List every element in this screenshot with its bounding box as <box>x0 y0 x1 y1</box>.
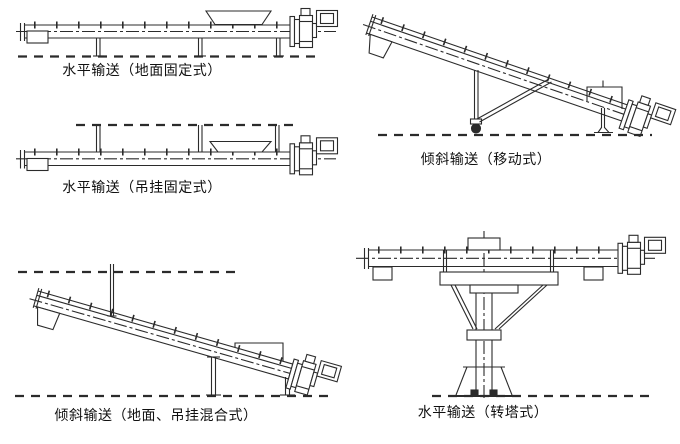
discharge-outlet-left <box>372 266 393 281</box>
platform-posts <box>442 250 555 272</box>
diagram-horizontal-hanging-fixed <box>16 123 339 176</box>
hanger-rods <box>95 125 280 153</box>
tube-centerline <box>29 298 298 377</box>
diagram-inclined-mobile <box>362 13 677 146</box>
drive-motor <box>285 350 343 403</box>
discharge-outlet-right <box>583 266 604 281</box>
column-head <box>469 284 519 294</box>
inlet-frame <box>234 342 284 361</box>
drive-motor <box>617 234 667 275</box>
discharge-outlet <box>26 30 49 44</box>
drive-motor <box>618 91 677 146</box>
top-inlet-box <box>467 237 501 251</box>
turret-platform <box>439 271 559 286</box>
conveyor-tube <box>29 287 298 382</box>
end-support-stand <box>594 108 613 134</box>
support-legs <box>206 356 295 396</box>
wheel-support-leg <box>469 70 483 134</box>
discharge-outlet <box>26 157 49 172</box>
conveyor-tube <box>362 13 632 124</box>
tower-braces <box>450 284 548 330</box>
diagram-label-horizontal-hanging-fixed: 水平输送（吊挂固定式） <box>62 180 222 196</box>
inlet-frame <box>586 80 623 109</box>
diagram-label-horizontal-turret: 水平输送（转塔式） <box>417 405 549 421</box>
tower-column <box>466 293 502 395</box>
diagram-label-horizontal-ground-fixed: 水平输送（地面固定式） <box>62 63 222 79</box>
drive-motor <box>289 135 339 176</box>
drive-motor <box>289 7 339 49</box>
diagram-label-inclined-ground-hanging-mixed: 倾斜输送（地面、吊挂混合式） <box>54 408 258 424</box>
diagram-inclined-ground-hanging-mixed <box>15 264 343 403</box>
column-collar <box>466 329 502 341</box>
inlet-chute <box>37 306 61 331</box>
feed-hopper <box>204 10 273 26</box>
feed-hopper <box>208 140 273 153</box>
travel-wheel <box>470 123 482 134</box>
diagram-horizontal-ground-fixed <box>16 7 339 58</box>
tube-centerline <box>362 23 632 118</box>
tilt-brace <box>476 78 552 123</box>
support-legs <box>93 38 284 57</box>
inlet-chute <box>368 33 393 59</box>
diagram-horizontal-turret <box>356 231 667 398</box>
diagram-label-inclined-mobile: 倾斜输送（移动式） <box>420 152 552 168</box>
